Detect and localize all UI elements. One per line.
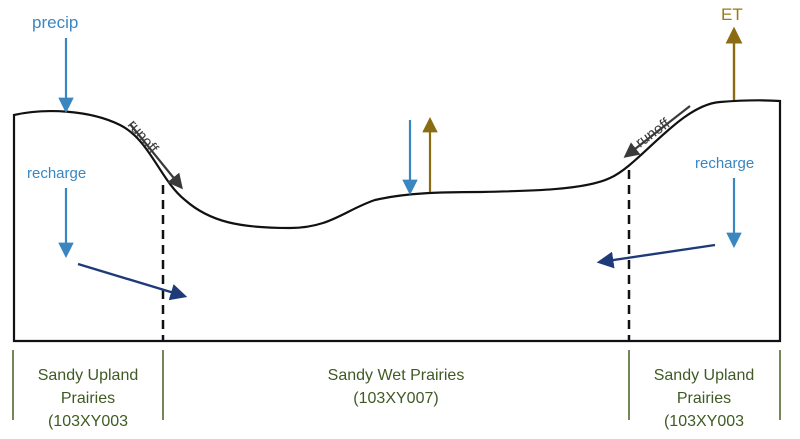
zone-code: (103XY003 (664, 413, 744, 430)
zone-code: (103XY007) (353, 390, 438, 407)
recharge-label-right: recharge (695, 155, 754, 172)
zone-code: (103XY003 (48, 413, 128, 430)
zone-name-line2: Prairies (61, 390, 115, 407)
zone-label-center-wet: Sandy Wet Prairies (103XY007) (328, 367, 465, 407)
land-surface-cross-section (12, 99, 782, 343)
et-label: ET (721, 5, 743, 24)
zone-name-line2: Prairies (677, 390, 731, 407)
recharge-label-left: recharge (27, 165, 86, 182)
zone-label-left-upland: Sandy Upland Prairies (103XY003 (38, 367, 139, 430)
zone-name-line1: Sandy Upland (654, 367, 755, 384)
groundwater-flow-arrow-left (77, 262, 188, 301)
runoff-arrow-left (129, 123, 183, 190)
groundwater-flow-arrow-right (596, 243, 716, 269)
runoff-label-right: runoff (632, 115, 673, 152)
runoff-arrow-right (623, 105, 691, 158)
zone-label-right-upland: Sandy Upland Prairies (103XY003 (654, 367, 755, 430)
zone-name-line1: Sandy Upland (38, 367, 139, 384)
runoff-label-left: runoff (124, 117, 162, 158)
precip-label: precip (32, 13, 78, 32)
zone-name-line1: Sandy Wet Prairies (328, 367, 465, 384)
